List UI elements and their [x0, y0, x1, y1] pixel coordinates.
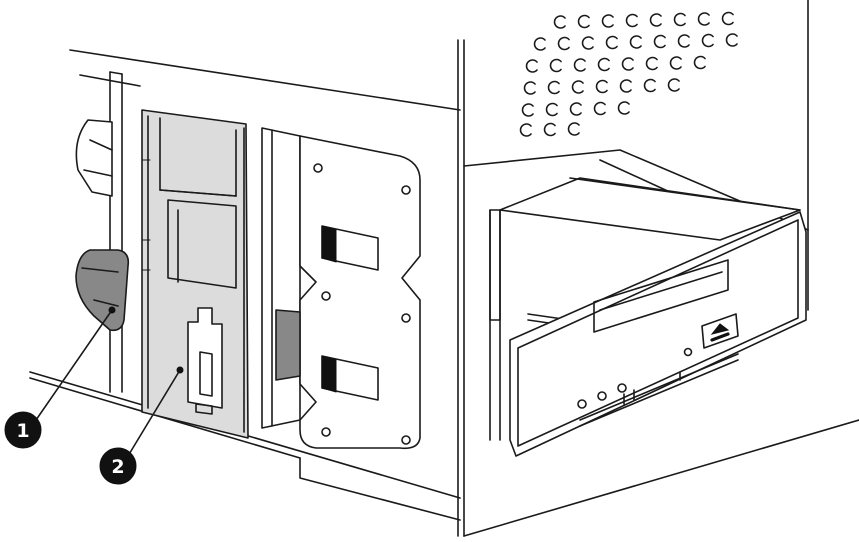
vent-hole [677, 34, 690, 48]
vent-hole [543, 122, 556, 137]
vent-hole [667, 78, 680, 92]
vent-hole [617, 101, 630, 115]
vent-hole [545, 102, 558, 117]
vent-hole [649, 13, 662, 27]
vent-hole [629, 35, 642, 49]
callout-1-label: 1 [16, 420, 29, 442]
vent-hole [553, 15, 566, 29]
vent-hole [669, 56, 682, 70]
vent-hole [601, 14, 614, 28]
vent-hole [725, 33, 738, 47]
callout-1: 1 [4, 411, 42, 449]
vent-hole [547, 80, 560, 95]
tape-drive [489, 177, 807, 457]
vent-hole [581, 36, 594, 50]
vent-hole [597, 57, 610, 72]
vent-hole [569, 102, 582, 116]
vent-hole [577, 14, 590, 29]
vent-hole [525, 59, 538, 73]
vent-hole [621, 57, 634, 71]
vent-hole [625, 13, 638, 28]
vent-hole [521, 103, 534, 117]
vent-hole [519, 123, 532, 137]
vent-hole [701, 33, 714, 48]
vent-hole [643, 78, 656, 93]
callout-2-label: 2 [111, 456, 124, 478]
vent-hole [697, 12, 710, 26]
vent-hole [533, 37, 546, 51]
vent-hole [549, 58, 562, 73]
vent-hole [673, 12, 686, 27]
vent-hole [721, 11, 734, 26]
vent-hole [645, 56, 658, 71]
vent-hole [593, 101, 606, 116]
vent-hole [573, 58, 586, 72]
vent-hole [693, 55, 706, 70]
vent-hole [571, 80, 584, 94]
vent-hole [557, 36, 570, 51]
vent-hole [523, 81, 536, 95]
vent-holes [519, 11, 738, 137]
left-side-panel [75, 71, 123, 393]
callout-leaders [35, 306, 184, 457]
vent-hole [595, 79, 608, 94]
vent-hole [653, 34, 666, 49]
vent-hole [605, 35, 618, 50]
drive-rail-bracket [141, 109, 249, 439]
mounting-bracket [261, 127, 421, 450]
vent-hole [619, 79, 632, 93]
callout-2: 2 [99, 447, 137, 485]
vent-hole [567, 122, 580, 136]
handle [75, 249, 130, 332]
